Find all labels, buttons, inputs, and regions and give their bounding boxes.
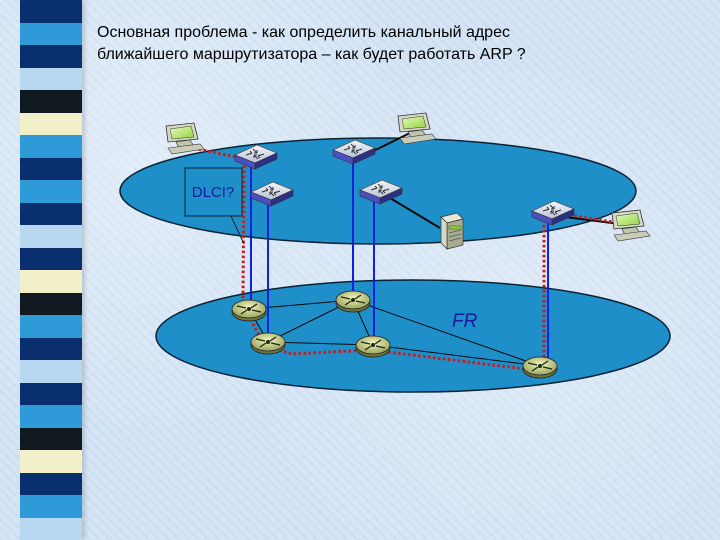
- stripe-segment: [20, 405, 82, 428]
- stripe-segment: [20, 90, 82, 113]
- dlci-callout: DLCI?: [184, 167, 245, 245]
- fr-switch-icon: [522, 356, 558, 379]
- stripe-segment: [20, 0, 82, 23]
- fr-switch-icon: [335, 290, 371, 313]
- stripe-segment: [20, 315, 82, 338]
- stripe-segment: [20, 495, 82, 518]
- stripe-segment: [20, 450, 82, 473]
- computer-icon: [611, 209, 651, 242]
- fr-switch-icon: [355, 335, 391, 358]
- stripe-segment: [20, 427, 82, 450]
- stripe-segment: [20, 157, 82, 180]
- stripe-segment: [20, 135, 82, 158]
- stripe-segment: [20, 270, 82, 293]
- stripe-segment: [20, 337, 82, 360]
- stripe-segment: [20, 472, 82, 495]
- dlci-callout-label: DLCI?: [192, 184, 235, 201]
- title-line-2: ближайшего маршрутизатора – как будет ра…: [97, 46, 526, 63]
- stripe-segment: [20, 67, 82, 90]
- stripe-segment: [20, 225, 82, 248]
- server-icon: [440, 212, 464, 250]
- title-line-1: Основная проблема - как определить канал…: [97, 24, 510, 41]
- stripe-segment: [20, 360, 82, 383]
- fr-switch-icon: [231, 299, 267, 322]
- stripe-segment: [20, 517, 82, 540]
- computer-icon: [165, 122, 205, 155]
- stripe-segment: [20, 180, 82, 203]
- stripe-segment: [20, 202, 82, 225]
- router-fr-links: [250, 162, 549, 366]
- stripe-segment: [20, 22, 82, 45]
- stripe-segment: [20, 112, 82, 135]
- decorative-stripe: [20, 0, 82, 540]
- frame-relay-label: FR: [452, 311, 478, 332]
- computer-icon: [397, 112, 437, 145]
- stripe-segment: [20, 45, 82, 68]
- stripe-segment: [20, 247, 82, 270]
- slide-title: Основная проблема - как определить канал…: [97, 22, 657, 66]
- stripe-segment: [20, 382, 82, 405]
- stripe-segment: [20, 292, 82, 315]
- fr-switch-icon: [250, 332, 286, 355]
- frame-relay-ellipse: [155, 279, 671, 393]
